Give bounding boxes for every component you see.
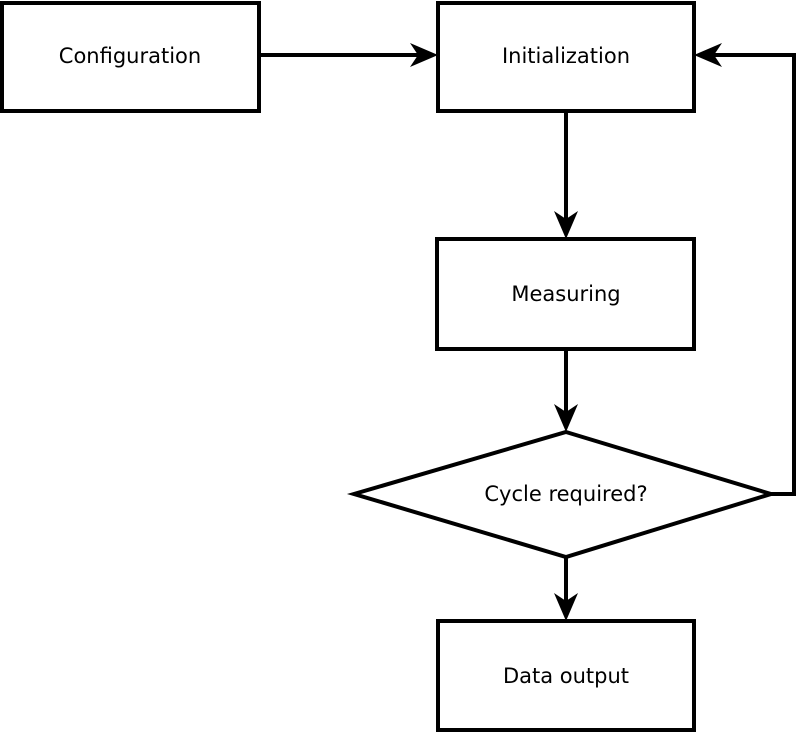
edge-line-feedback-loop xyxy=(708,53,796,496)
node-cycle-required[interactable]: Cycle required? xyxy=(346,429,778,560)
node-data-output[interactable]: Data output xyxy=(436,619,696,732)
arrowhead-left-into-initialization xyxy=(694,43,722,67)
edge-configuration-to-initialization xyxy=(259,43,438,67)
node-initialization-shape[interactable] xyxy=(436,1,696,113)
node-measuring[interactable]: Measuring xyxy=(435,237,696,351)
node-layer: Configuration Initialization Measuring C… xyxy=(0,1,778,732)
node-configuration[interactable]: Configuration xyxy=(0,1,261,113)
node-data-output-shape[interactable] xyxy=(436,619,696,732)
node-configuration-shape[interactable] xyxy=(0,1,261,113)
node-cycle-required-label: Cycle required? xyxy=(484,482,647,506)
edge-layer xyxy=(259,43,796,621)
node-measuring-label: Measuring xyxy=(511,282,620,306)
edge-cycle-required-to-initialization-feedback xyxy=(694,43,796,496)
edge-measuring-to-cycle-required xyxy=(554,349,578,432)
edge-initialization-to-measuring xyxy=(554,111,578,239)
edge-cycle-required-to-data-output xyxy=(554,557,578,621)
arrowhead-down-into-measuring xyxy=(554,211,578,239)
node-cycle-required-shape[interactable] xyxy=(346,429,778,560)
node-data-output-label: Data output xyxy=(503,664,629,688)
arrowhead-down-into-data-output xyxy=(554,593,578,621)
node-initialization-label: Initialization xyxy=(502,44,630,68)
node-measuring-shape[interactable] xyxy=(435,237,696,351)
node-configuration-label: Configuration xyxy=(59,44,201,68)
arrowhead-down-into-cycle-required xyxy=(554,404,578,432)
node-initialization[interactable]: Initialization xyxy=(436,1,696,113)
arrowhead-right-into-initialization xyxy=(410,43,438,67)
